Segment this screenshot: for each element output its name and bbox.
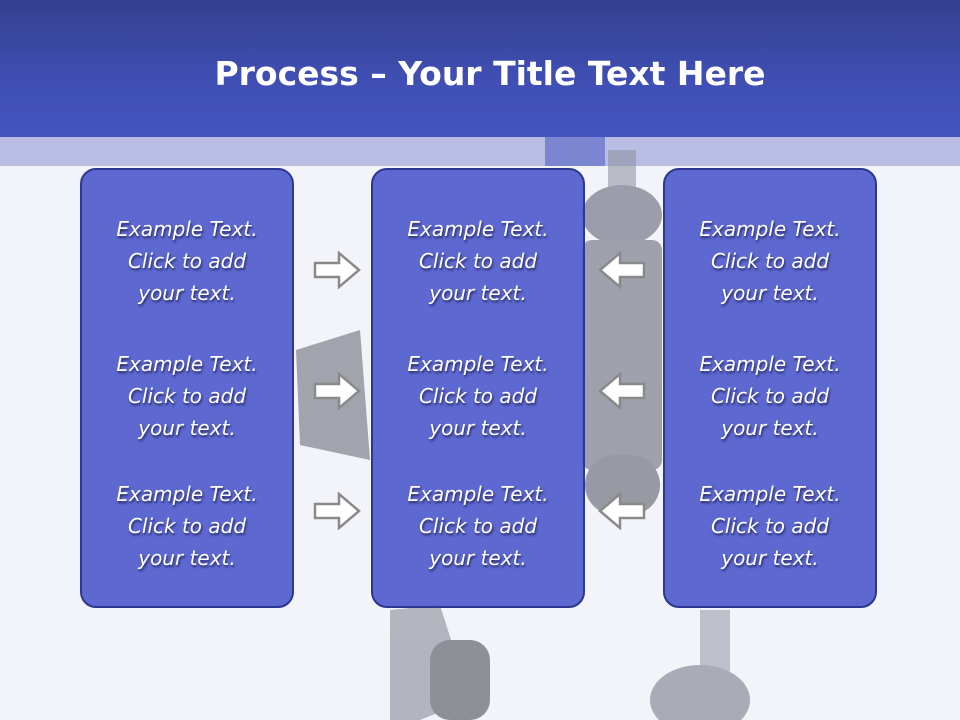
arrow-right-icon — [313, 492, 361, 530]
title-banner-strip — [0, 137, 960, 166]
arrow-right-icon — [313, 372, 361, 410]
placeholder-text[interactable]: Example Text. Click to add your text. — [699, 352, 841, 440]
placeholder-text[interactable]: Example Text. Click to add your text. — [116, 352, 258, 440]
title-banner — [0, 0, 960, 137]
arrow-left-icon — [598, 251, 646, 289]
placeholder-text[interactable]: Example Text. Click to add your text. — [116, 217, 258, 305]
title-rest: – Your Title Text Here — [358, 54, 766, 93]
process-box-left[interactable]: Example Text. Click to add your text. Ex… — [80, 168, 294, 608]
process-box-middle[interactable]: Example Text. Click to add your text. Ex… — [371, 168, 585, 608]
arrow-left-icon — [598, 492, 646, 530]
placeholder-text[interactable]: Example Text. Click to add your text. — [407, 217, 549, 305]
arrow-left-icon — [598, 372, 646, 410]
placeholder-text[interactable]: Example Text. Click to add your text. — [407, 482, 549, 570]
placeholder-text[interactable]: Example Text. Click to add your text. — [699, 482, 841, 570]
placeholder-text[interactable]: Example Text. Click to add your text. — [407, 352, 549, 440]
page-title[interactable]: Process – Your Title Text Here — [0, 48, 960, 100]
arrow-right-icon — [313, 251, 361, 289]
placeholder-text[interactable]: Example Text. Click to add your text. — [116, 482, 258, 570]
placeholder-text[interactable]: Example Text. Click to add your text. — [699, 217, 841, 305]
process-box-right[interactable]: Example Text. Click to add your text. Ex… — [663, 168, 877, 608]
title-bold: Process — [214, 54, 359, 93]
